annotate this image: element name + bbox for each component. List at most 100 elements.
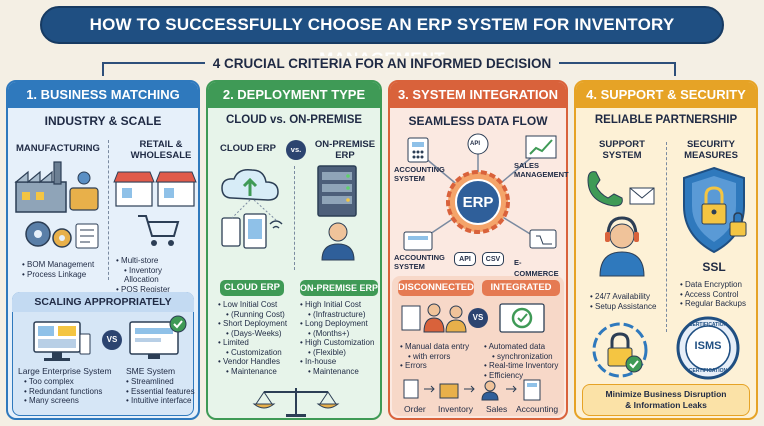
bullet-item: Multi-store — [116, 256, 198, 266]
bullet-continued: (Infrastructure) — [300, 310, 374, 320]
security-line2: MEASURES — [684, 149, 738, 161]
footer-line2: & Information Leaks — [625, 399, 707, 410]
column-header-business-matching: 1. BUSINESS MATCHING — [8, 82, 198, 108]
retail-line2: WHOLESALE — [130, 149, 192, 161]
bullet-item: Short Deployment — [218, 319, 287, 329]
bullet-continued-text: with errors — [413, 351, 451, 361]
column-header-support-security: 4. SUPPORT & SECURITY — [576, 82, 756, 108]
csv-badge: CSV — [482, 252, 504, 266]
bullet-continued: Customization — [218, 348, 287, 358]
onprem-line2: ERP — [335, 149, 355, 161]
large-enterprise-bullets: Too complex Redundant functions Many scr… — [24, 377, 103, 406]
gears-icon — [25, 221, 99, 249]
api-badge: API — [454, 252, 476, 266]
bullet-continued-text: synchronization — [497, 351, 553, 361]
section-reliable-partnership: RELIABLE PARTNERSHIP — [594, 114, 738, 126]
ssl-label: SSL — [702, 260, 726, 274]
bullet-item: Automated data — [484, 342, 558, 352]
seal-bottom-text: CERTIFICATION — [688, 368, 728, 374]
bullet-continued-text: Customization — [231, 347, 282, 357]
support-line2: SYSTEM — [602, 149, 642, 161]
label-scaling: SCALING APPROPRIATELY — [12, 292, 194, 312]
bullet-item: Data Encryption — [680, 280, 746, 290]
bullet-item: Real-time Inventory — [484, 361, 558, 371]
bullet-item: Setup Assistance — [590, 302, 656, 312]
bullet-item: Regular Backups — [680, 299, 746, 309]
column-deployment-type: 2. DEPLOYMENT TYPE CLOUD vs. ON-PREMISE … — [206, 80, 382, 420]
bullet-continued: (Days-Weeks) — [218, 329, 287, 339]
label-manufacturing: MANUFACTURING — [16, 143, 100, 154]
bullet-item: Intuitive interface — [126, 396, 195, 406]
cloud-upload-icon — [221, 168, 283, 249]
sme-bullets: Streamlined Essential features Intuitive… — [126, 377, 195, 406]
flow-step-accounting: Accounting — [516, 404, 559, 414]
manufacturing-bullets: BOM Management Process Linkage — [22, 260, 94, 279]
pill-cloud-erp: CLOUD ERP — [220, 280, 284, 296]
bullet-item: High Initial Cost — [300, 300, 374, 310]
column-business-matching: 1. BUSINESS MATCHING INDUSTRY & SCALE MA… — [6, 80, 200, 420]
sales-line1: SALES — [514, 161, 540, 170]
retail-line1: RETAIL & — [139, 139, 183, 150]
isms-label: ISMS — [694, 340, 722, 352]
sme-monitor-icon — [129, 315, 187, 359]
bullet-item: Too complex — [24, 377, 102, 387]
vs-badge: VS — [468, 308, 488, 328]
sme-system-title: SME System — [126, 366, 176, 376]
bullet-item: Long Deployment — [300, 319, 374, 329]
subtitle-text: 4 CRUCIAL CRITERIA FOR AN INFORMED DECIS… — [204, 56, 560, 71]
acc2-line2: SYSTEM — [394, 261, 425, 271]
bullet-item: Limited — [218, 338, 287, 348]
security-bullets: Data Encryption Access Control Regular B… — [680, 280, 746, 309]
section-industry-scale: INDUSTRY & SCALE — [44, 114, 162, 128]
flow-step-order: Order — [404, 404, 426, 414]
certification-seal-icon — [676, 316, 740, 380]
storefront-icon — [113, 171, 197, 207]
acc1-line1: ACCOUNTING — [394, 165, 445, 174]
column-header-deployment-type: 2. DEPLOYMENT TYPE — [208, 82, 380, 108]
vs-badge: VS — [102, 330, 122, 350]
vs-badge: vs. — [286, 140, 306, 160]
sales-line2: MANAGEMENT — [514, 169, 569, 179]
bullet-continued: Inventory Allocation — [124, 265, 162, 285]
server-rack-icon — [317, 165, 357, 261]
footer-note-box — [582, 384, 750, 416]
pill-disconnected: DISCONNECTED — [398, 280, 474, 296]
column-header-system-integration: 3. SYSTEM INTEGRATION — [390, 82, 566, 108]
bullet-item: High Customization — [300, 338, 374, 348]
seal-top-text: CERTIFICATION — [688, 322, 728, 328]
enterprise-monitor-icon — [33, 321, 91, 361]
bullet-item: Access Control — [680, 290, 746, 300]
factory-icon — [14, 161, 99, 213]
onprem-line1: ON-PREMISE — [314, 139, 376, 150]
page-title: HOW TO SUCCESSFULLY CHOOSE AN ERP SYSTEM… — [40, 6, 724, 68]
bullet-item: In-house — [300, 357, 374, 367]
bullet-item: 24/7 Availability — [590, 292, 656, 302]
bullet-continued-text: (Months+) — [313, 328, 350, 338]
bullet-continued-text: (Running Cost) — [231, 309, 285, 319]
order-to-accounting-flow-icons — [403, 379, 541, 401]
disconnected-bullets: Manual data entry with errors Errors — [400, 342, 469, 371]
flow-step-sales: Sales — [486, 404, 508, 414]
padlock-check-icon — [592, 322, 648, 378]
bullet-item: Manual data entry — [400, 342, 469, 352]
footer-line1: Minimize Business Disruption — [605, 389, 727, 399]
shopping-cart-icon — [138, 215, 180, 246]
label-retail-wholesale: RETAIL &WHOLESALE — [126, 139, 196, 161]
bullet-item: Inventory Allocation — [116, 266, 198, 285]
acc1-line2: SYSTEM — [394, 173, 425, 183]
bullet-item: Streamlined — [126, 377, 195, 387]
customer-support-icon — [587, 171, 655, 277]
bullet-item: Essential features — [126, 387, 195, 397]
bullet-item: Efficiency — [484, 371, 558, 381]
bracket-left — [102, 62, 222, 76]
section-cloud-vs-onprem: CLOUD vs. ON-PREMISE — [225, 114, 363, 126]
page-subtitle: 4 CRUCIAL CRITERIA FOR AN INFORMED DECIS… — [0, 56, 764, 71]
bullet-item: BOM Management — [22, 260, 94, 270]
label-cloud-erp: CLOUD ERP — [220, 143, 276, 154]
